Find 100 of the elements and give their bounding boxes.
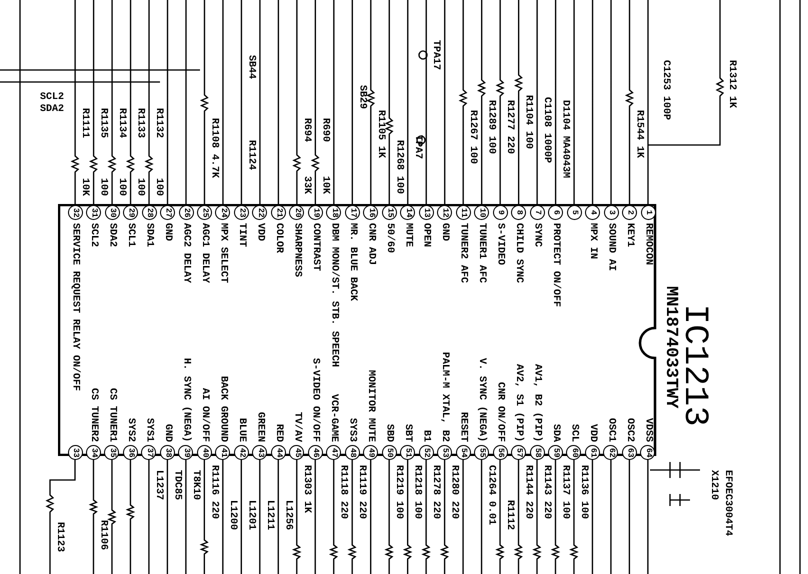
component-label: C1264 0.01 xyxy=(486,465,497,526)
pin-label: MPX IN xyxy=(587,223,598,260)
pin-number: 27 xyxy=(160,205,176,220)
component-label: R1119 220 xyxy=(356,465,368,520)
pin-number: 64 xyxy=(640,445,656,460)
pin-label: AGC2 DELAY xyxy=(180,223,192,284)
component-label: R1218 100 xyxy=(412,465,423,520)
pin-number: 36 xyxy=(122,445,138,460)
pin-label: KEY1 xyxy=(624,223,636,248)
pin-number: 37 xyxy=(141,445,156,460)
component-label: R694 xyxy=(300,118,312,142)
component-label: L1200 xyxy=(226,500,238,530)
pin-number: 10 xyxy=(474,205,490,220)
component-label: R1278 220 xyxy=(430,465,442,520)
pin-number: 53 xyxy=(437,445,452,460)
pin-label: CHILD SYNC xyxy=(513,223,524,284)
pin-number: 34 xyxy=(86,445,101,460)
pin-label: B1 xyxy=(420,430,432,442)
pin-label: RED xyxy=(272,424,284,442)
pin-number: 5 xyxy=(566,205,582,220)
pin-number: 50 xyxy=(382,445,397,460)
pin-label: SCL xyxy=(568,424,580,442)
component-label: 10K xyxy=(319,176,330,194)
pin-label: SYS2 xyxy=(124,418,136,442)
pin-number: 14 xyxy=(400,205,416,220)
pin-number: 2 xyxy=(622,205,638,220)
pin-number: 51 xyxy=(400,445,416,460)
net-label: SDA2 xyxy=(40,104,64,115)
pin-label: OSC2 xyxy=(624,418,635,442)
component-label: R1118 220 xyxy=(338,465,349,520)
pin-number: 48 xyxy=(344,445,360,460)
pin-label: GND xyxy=(162,223,174,242)
pin-label: MUTE xyxy=(402,223,414,248)
pin-number: 33 xyxy=(68,445,82,460)
pin-label: S-VIDEO xyxy=(494,223,506,266)
pin-label: VDD xyxy=(586,424,598,442)
component-label: EFOEC3004T4 xyxy=(722,470,733,536)
pin-number: 44 xyxy=(270,445,286,460)
pin-number: 24 xyxy=(215,205,230,220)
component-label: 100 xyxy=(116,178,128,196)
pin-number: 35 xyxy=(104,445,120,460)
component-label: R1123 xyxy=(54,522,65,552)
pin-label: SHARPNESS xyxy=(291,223,302,278)
component-label: 33K xyxy=(300,176,312,194)
component-label: R1104 100 xyxy=(522,95,534,150)
pin-number: 20 xyxy=(289,205,304,220)
pin-label: SDA1 xyxy=(144,223,155,248)
pin-number: 38 xyxy=(160,445,175,460)
pin-label: AV1, B2 (PIP) xyxy=(532,364,542,442)
pin-label: VDSS xyxy=(642,418,654,442)
component-label: T8K10 xyxy=(190,470,201,500)
component-label: R1544 1K xyxy=(634,110,645,158)
component-label: D1104 MA4043M xyxy=(560,100,571,178)
pin-number: 56 xyxy=(492,445,508,460)
component-label: C1253 100P xyxy=(660,60,671,120)
pin-label: MR. BLUE BACK xyxy=(346,223,358,302)
pin-label: V. SYNC (NEGA) xyxy=(476,358,488,442)
pin-label: SBT xyxy=(402,424,414,442)
pin-number: 43 xyxy=(252,445,268,460)
pin-label: PROTECT ON/OFF xyxy=(550,223,562,308)
pin-number: 13 xyxy=(418,205,434,220)
pin-number: 18 xyxy=(326,205,342,220)
net-label: SCL2 xyxy=(40,92,64,103)
pin-label: BACK GROUND xyxy=(217,376,228,442)
pin-number: 63 xyxy=(622,445,637,460)
pin-label: S-VIDEO ON/OFF xyxy=(310,358,321,442)
pin-label: CS TUNER2 xyxy=(88,388,99,442)
component-label: L1211 xyxy=(264,500,275,530)
component-label: R1108 4.7K xyxy=(208,118,220,178)
component-label: 10K xyxy=(79,178,90,196)
pin-label: CONTRAST xyxy=(310,223,321,272)
pin-label: CNR ADJ xyxy=(365,223,376,266)
pin-label: RESET xyxy=(458,412,469,442)
component-label: R690 xyxy=(319,118,330,142)
component-label: R1133 xyxy=(134,108,146,138)
pin-label: GND xyxy=(439,223,450,242)
pin-label: GND xyxy=(162,424,173,442)
pin-label: AI ON/OFF xyxy=(198,388,210,442)
pin-number: 25 xyxy=(196,205,212,220)
pin-label: VDD xyxy=(254,223,266,242)
pin-label: SYS1 xyxy=(143,418,154,442)
pin-number: 4 xyxy=(585,205,600,220)
component-label: X1210 xyxy=(708,470,719,500)
pin-label: SYNC xyxy=(532,223,543,248)
pin-number: 54 xyxy=(456,445,471,460)
component-label: R1112 xyxy=(504,500,516,530)
component-label: SB44 xyxy=(245,55,256,80)
pin-label: SBD xyxy=(384,424,395,442)
pin-number: 1 xyxy=(640,205,656,220)
pin-number: 6 xyxy=(548,205,564,220)
component-label: R1135 xyxy=(98,108,109,138)
pin-number: 19 xyxy=(308,205,323,220)
pin-label: SDA2 xyxy=(106,223,118,248)
pin-number: 23 xyxy=(234,205,249,220)
component-label: R1277 220 xyxy=(504,100,516,154)
component-label: R1289 100 xyxy=(486,100,497,154)
pin-label: GREEN xyxy=(254,412,266,442)
pin-label: OPEN xyxy=(420,223,432,248)
pin-number: 55 xyxy=(474,445,490,460)
pin-number: 39 xyxy=(178,445,194,460)
